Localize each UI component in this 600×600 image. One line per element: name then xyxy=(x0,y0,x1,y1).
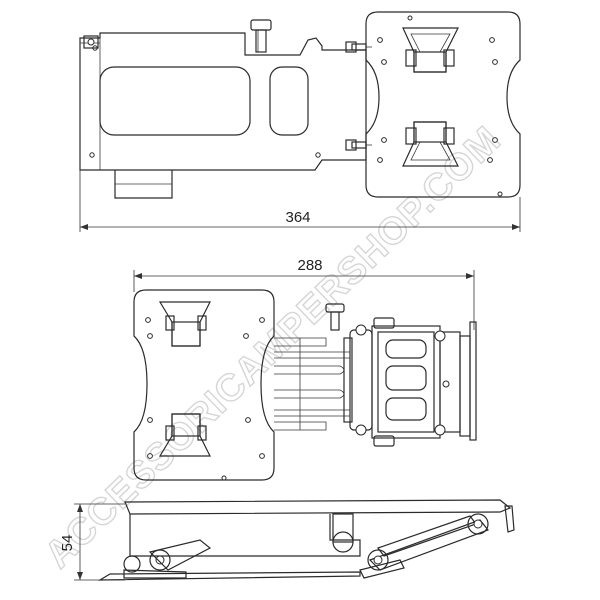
top-main-plate xyxy=(79,32,367,171)
bottom-body xyxy=(129,514,361,557)
top-upper-mount xyxy=(402,27,459,73)
bottom-left-hinge xyxy=(123,539,212,579)
top-view: 364 xyxy=(79,11,521,232)
watermark-text: ACCESSORICAMPERSHOP.COM xyxy=(37,119,509,577)
top-lower-mount xyxy=(402,121,459,167)
dimension-364-label: 364 xyxy=(285,209,310,226)
middle-view: 288 xyxy=(133,257,477,481)
dimension-288: 288 xyxy=(133,257,475,330)
middle-arms xyxy=(274,337,351,431)
dimension-364: 364 xyxy=(79,170,521,232)
bottom-base-plate xyxy=(97,571,361,581)
top-large-cutout xyxy=(99,66,251,136)
top-knob xyxy=(250,19,272,53)
top-small-cutout xyxy=(269,66,309,136)
middle-upper-mount xyxy=(158,301,211,347)
dimension-54-label: 54 xyxy=(59,535,76,552)
middle-lower-mount xyxy=(158,413,211,457)
middle-left-plate xyxy=(133,289,275,481)
top-right-plate xyxy=(365,11,521,198)
middle-right-frame xyxy=(371,317,477,447)
middle-knob xyxy=(325,303,345,331)
middle-rollers xyxy=(343,324,373,436)
bottom-roller xyxy=(332,513,354,553)
bottom-right-arm xyxy=(359,505,515,579)
bottom-top-plate xyxy=(124,499,512,515)
dimension-288-label: 288 xyxy=(297,257,322,274)
top-linkage xyxy=(345,41,372,151)
bottom-view: 54 xyxy=(59,499,515,581)
